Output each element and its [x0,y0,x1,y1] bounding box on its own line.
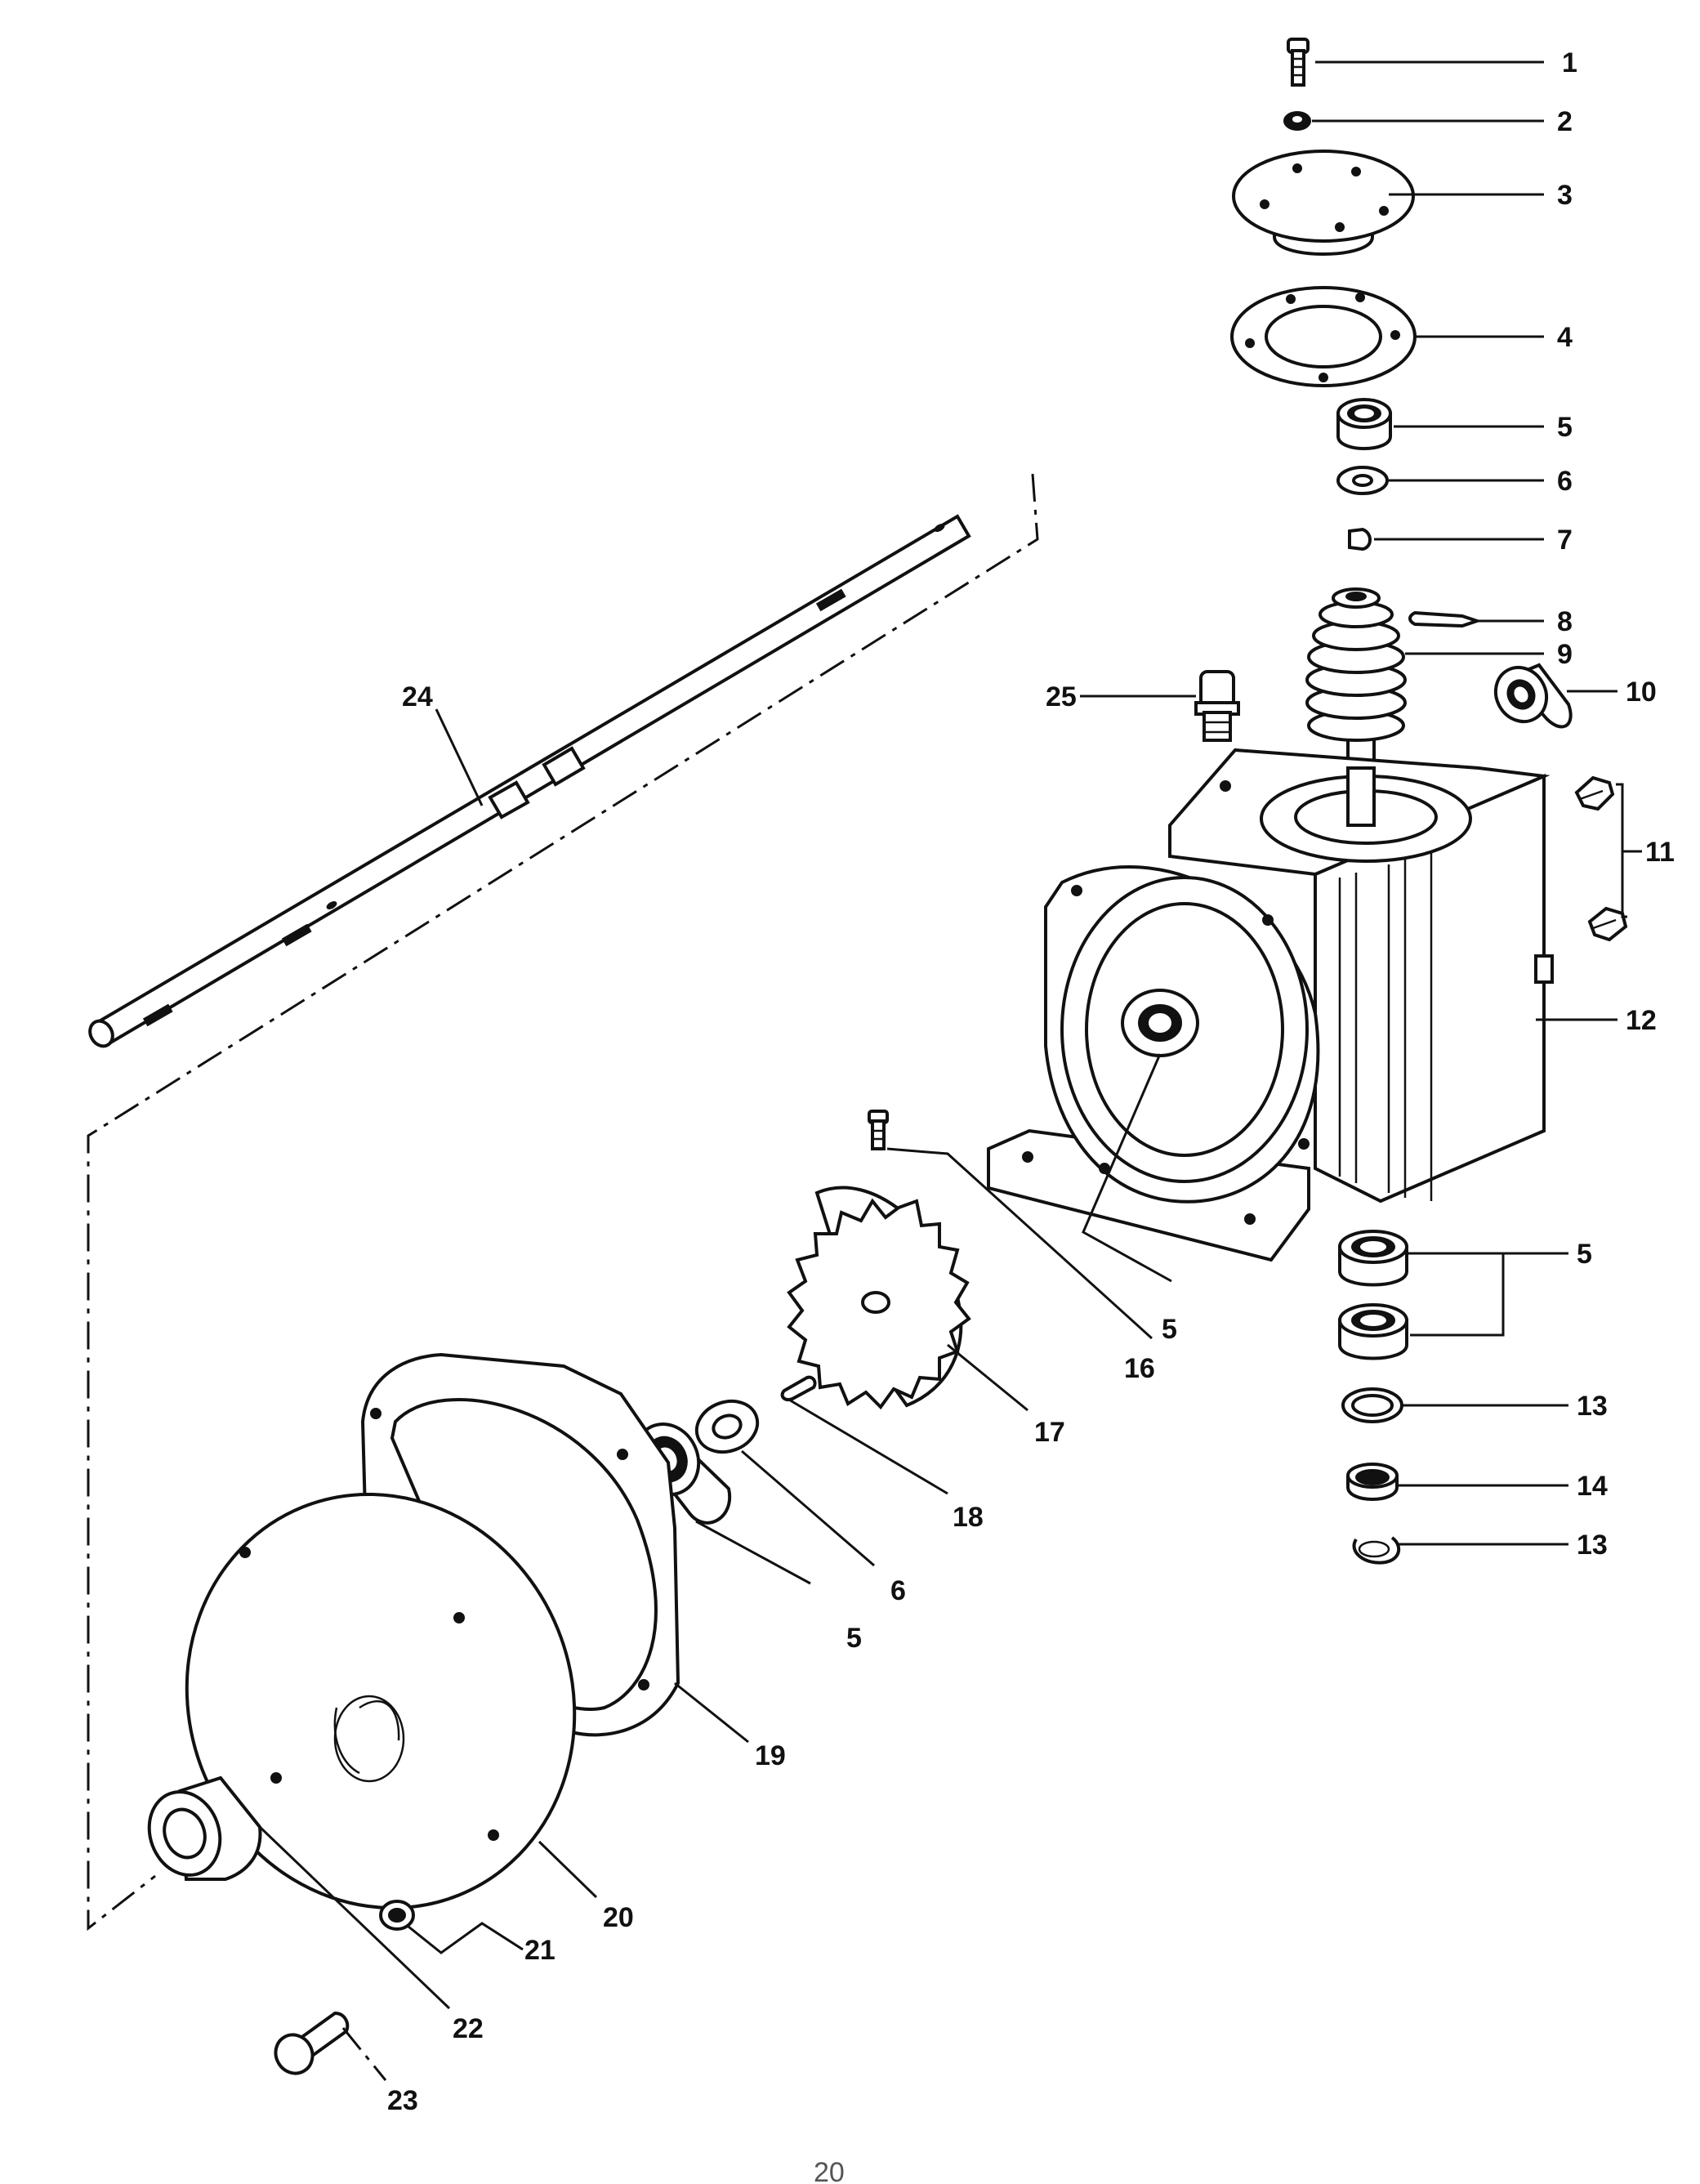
callout-6b: 6 [890,1575,906,1606]
callout-18: 18 [953,1502,984,1533]
callout-7: 7 [1557,525,1573,556]
leader-19 [674,1682,749,1744]
part-14-seal [1346,1463,1399,1501]
callout-10: 10 [1626,677,1657,708]
callout-5a: 5 [1557,412,1573,443]
callout-5c: 5 [1162,1314,1177,1345]
part-20-end-plate [185,1492,577,1910]
leader-5b [1405,1252,1568,1337]
part-12-housing [987,748,1554,1262]
callout-6a: 6 [1557,466,1573,497]
callout-17: 17 [1034,1417,1065,1448]
part-22-bearing-cup [147,1775,262,1881]
part-24-shaft [88,514,971,1048]
part-7-key [1348,527,1372,552]
leader-18 [787,1397,948,1495]
part-17-worm-gear [787,1186,971,1410]
part-3-end-cap [1232,150,1415,256]
callout-16: 16 [1124,1353,1155,1384]
part-9-worm [1305,587,1407,843]
part-13-ring-upper [1341,1387,1403,1423]
leader-11 [1616,783,1642,918]
callout-14: 14 [1577,1471,1608,1502]
leader-21 [408,1922,524,1954]
part-25-breather [1194,670,1240,742]
part-8-pin [1408,610,1483,628]
callout-21: 21 [524,1935,556,1966]
part-10-bearing [1493,663,1573,729]
leader-6b [741,1449,875,1567]
centerline [87,473,1039,1932]
part-18-key [780,1375,817,1401]
part-5-bearing-top [1336,398,1392,450]
callout-5b: 5 [1577,1239,1592,1270]
callout-3: 3 [1557,180,1573,211]
part-5-bearing-pair [1338,1230,1408,1360]
callout-4: 4 [1557,322,1573,353]
leader-20 [538,1840,598,1899]
callout-23: 23 [387,2085,418,2116]
callout-8: 8 [1557,606,1573,637]
leader-23 [341,2027,387,2081]
callout-24: 24 [402,681,433,712]
part-16-setscrew [868,1110,889,1150]
callout-13b: 13 [1577,1530,1608,1561]
callout-25: 25 [1046,681,1077,712]
callout-12: 12 [1626,1005,1657,1036]
part-6-washer-front [694,1399,760,1454]
page-number: 20 [814,2157,845,2184]
leader-22 [258,1825,451,2010]
callout-19: 19 [755,1740,786,1771]
callout-2: 2 [1557,106,1573,137]
part-4-gasket [1230,286,1417,387]
callout-1: 1 [1562,47,1577,78]
callout-11: 11 [1645,837,1675,868]
callout-13a: 13 [1577,1391,1608,1422]
leader-5c [1082,1053,1172,1283]
callout-22: 22 [453,2013,484,2044]
callout-20: 20 [603,1902,634,1933]
leader-24 [435,708,484,806]
part-6-washer-top [1336,466,1389,495]
leader-17 [947,1343,1028,1412]
part-2-lockwasher [1283,111,1311,131]
leader-5d [695,1520,811,1585]
part-13-ring-lower [1352,1536,1401,1565]
part-1-screw [1287,38,1310,87]
leader-16 [886,1147,1153,1340]
part-23-bolt [274,2011,350,2075]
part-21-washer-small [379,1900,415,1931]
part-11-plugs [1574,775,1628,942]
callout-9: 9 [1557,639,1573,670]
callout-5d: 5 [846,1623,862,1654]
